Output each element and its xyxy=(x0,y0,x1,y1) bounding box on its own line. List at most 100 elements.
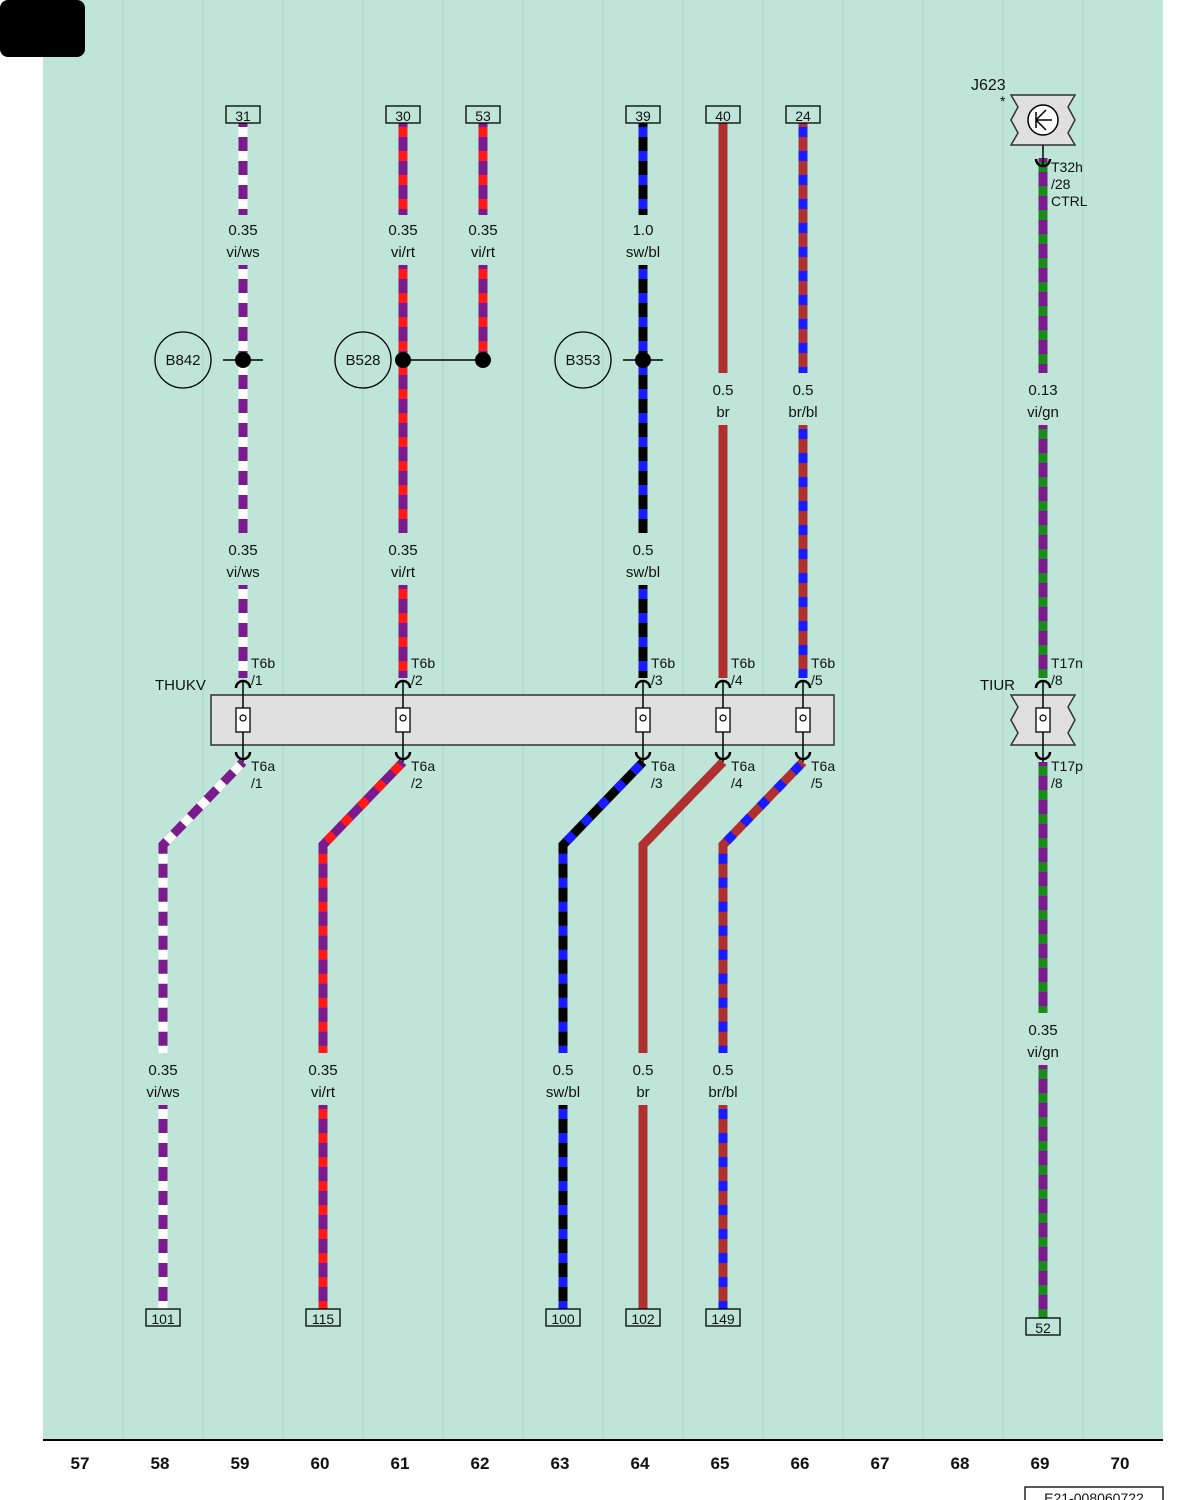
pin-label-t6a-1-no: /1 xyxy=(251,775,263,791)
pin-label-t32h-ctrl: CTRL xyxy=(1051,193,1088,209)
svg-text:101: 101 xyxy=(151,1311,175,1327)
pin-label-t6a-3-no: /3 xyxy=(651,775,663,791)
terminal-top-39: 39 xyxy=(625,105,661,124)
drawing-id: E21-008060722 xyxy=(1044,1490,1144,1500)
svg-text:100: 100 xyxy=(551,1311,575,1327)
wire-color-31c: vi/ws xyxy=(146,1084,179,1101)
page-corner-block xyxy=(0,0,85,57)
wire-size-30b: 0.35 xyxy=(388,542,417,559)
top-terminals: 31 30 53 39 40 24 xyxy=(225,105,821,124)
splice-dot-b842 xyxy=(235,352,251,368)
svg-text:31: 31 xyxy=(235,108,251,124)
wire-40-bottom xyxy=(638,758,727,1053)
pin-label-t17p-no: /8 xyxy=(1051,775,1063,791)
pin-label-t6a-5-no: /5 xyxy=(811,775,823,791)
terminal-top-53: 53 xyxy=(465,105,501,124)
pin-label-t6a-4-no: /4 xyxy=(731,775,743,791)
splice-callout-b528 xyxy=(334,331,392,389)
wire-color-40a: br xyxy=(716,404,729,421)
wire-size-31a: 0.35 xyxy=(228,222,257,239)
wire-size-ja: 0.13 xyxy=(1028,382,1057,399)
pin-label-t6a-2-no: /2 xyxy=(411,775,423,791)
wire-size-40c: 0.5 xyxy=(633,1062,654,1079)
pin-label-t6b-4-no: /4 xyxy=(731,672,743,688)
pin-label-t6b-1: T6b xyxy=(251,655,275,671)
pin-label-t32h: T32h xyxy=(1051,159,1083,175)
pin-label-t6a-4: T6a xyxy=(731,758,755,774)
pin-symbol-tiur xyxy=(1034,679,1052,762)
splice-label-b528: B528 xyxy=(345,352,380,369)
pin-label-t17p: T17p xyxy=(1051,758,1083,774)
wire-color-31b: vi/ws xyxy=(226,564,259,581)
splice-dot-b353 xyxy=(635,352,651,368)
wire-color-30a: vi/rt xyxy=(391,244,416,261)
splice-dot-b528-right xyxy=(475,352,491,368)
drawing-id-box: E21-008060722 xyxy=(1024,1486,1164,1500)
wire-color-40c: br xyxy=(636,1084,649,1101)
j623-label: J623 xyxy=(971,77,1006,94)
pin-label-t6b-3: T6b xyxy=(651,655,675,671)
wire-39-bottom-stripe xyxy=(558,758,647,1053)
svg-text:30: 30 xyxy=(395,108,411,124)
wire-size-jc: 0.35 xyxy=(1028,1022,1057,1039)
pin-label-t6b-2-no: /2 xyxy=(411,672,423,688)
svg-text:40: 40 xyxy=(715,108,731,124)
wire-24-bottom-stripe xyxy=(718,758,807,1053)
wire-size-39c: 0.5 xyxy=(553,1062,574,1079)
wire-color-39b: sw/bl xyxy=(626,564,660,581)
bottom-terminals: 101 115 100 102 149 52 xyxy=(145,1308,1061,1336)
terminal-bottom-52: 52 xyxy=(1025,1317,1061,1336)
wire-31-bottom-stripe xyxy=(158,758,247,1053)
wire-color-30c: vi/rt xyxy=(311,1084,336,1101)
terminal-bottom-100: 100 xyxy=(545,1308,581,1327)
terminal-top-24: 24 xyxy=(785,105,821,124)
terminal-bottom-102: 102 xyxy=(625,1308,661,1327)
wire-size-31b: 0.35 xyxy=(228,542,257,559)
splice-callout-b842 xyxy=(154,331,212,389)
axis-label: 67 xyxy=(871,1454,890,1473)
thukv-connector xyxy=(210,694,835,746)
terminal-top-40: 40 xyxy=(705,105,741,124)
wire-30-bottom-stripe xyxy=(318,758,407,1053)
column-axis: 57 58 59 60 61 62 63 64 65 66 67 68 69 7… xyxy=(71,1454,1130,1473)
pin-label-t6b-3-no: /3 xyxy=(651,672,663,688)
terminal-bottom-101: 101 xyxy=(145,1308,181,1327)
pin-label-t6a-1: T6a xyxy=(251,758,275,774)
wire-color-39a: sw/bl xyxy=(626,244,660,261)
wire-color-24a: br/bl xyxy=(788,404,817,421)
pin-symbol-4 xyxy=(714,679,732,762)
wire-labels: 0.35 vi/ws 0.35 vi/ws 0.35 vi/ws 0.35 vi… xyxy=(146,222,1059,1101)
wire-size-24c: 0.5 xyxy=(713,1062,734,1079)
wire-color-jc: vi/gn xyxy=(1027,1044,1059,1061)
thukv-label: THUKV xyxy=(155,677,206,694)
axis-label: 66 xyxy=(791,1454,810,1473)
svg-text:52: 52 xyxy=(1035,1320,1051,1336)
svg-text:149: 149 xyxy=(711,1311,735,1327)
pin-label-t6b-5: T6b xyxy=(811,655,835,671)
splice-label-b353: B353 xyxy=(565,352,600,369)
splice-label-b842: B842 xyxy=(165,352,200,369)
wire-color-30b: vi/rt xyxy=(391,564,416,581)
pin-label-t17n: T17n xyxy=(1051,655,1083,671)
pin-label-t6b-2: T6b xyxy=(411,655,435,671)
pin-symbol-j623 xyxy=(1034,145,1052,168)
pin-label-t6b-4: T6b xyxy=(731,655,755,671)
wire-size-30a: 0.35 xyxy=(388,222,417,239)
pin-label-t6b-5-no: /5 xyxy=(811,672,823,688)
svg-text:53: 53 xyxy=(475,108,491,124)
splice-dot-b528-left xyxy=(395,352,411,368)
splice-callout-b353 xyxy=(554,331,612,389)
tiur-label: TIUR xyxy=(980,677,1015,694)
axis-label: 64 xyxy=(631,1454,650,1473)
terminal-top-30: 30 xyxy=(385,105,421,124)
j623-ground-icon xyxy=(1027,104,1059,136)
wire-color-ja: vi/gn xyxy=(1027,404,1059,421)
wire-color-24c: br/bl xyxy=(708,1084,737,1101)
svg-text:24: 24 xyxy=(795,108,811,124)
axis-label: 59 xyxy=(231,1454,250,1473)
axis-label: 58 xyxy=(151,1454,170,1473)
wire-color-53a: vi/rt xyxy=(471,244,496,261)
pin-symbol-2 xyxy=(394,679,412,762)
pin-label-t6b-1-no: /1 xyxy=(251,672,263,688)
